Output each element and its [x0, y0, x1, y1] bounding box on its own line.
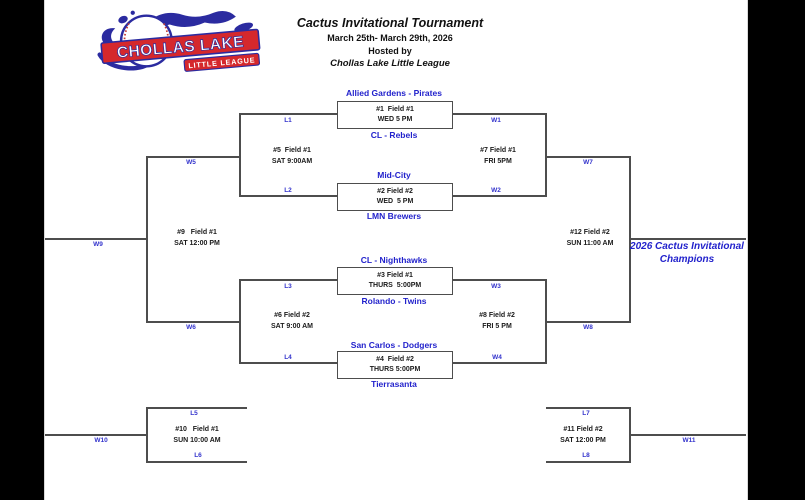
- tournament-title: Cactus Invitational Tournament: [296, 16, 484, 30]
- game2-bottom-team: LMN Brewers: [366, 211, 422, 221]
- game2-box: #2 Field #2 WED 5 PM: [337, 183, 453, 211]
- game3-box: #3 Field #1 THURS 5:00PM: [337, 267, 453, 295]
- game5-details: #5 Field #1 SAT 9:00AM: [272, 146, 312, 168]
- game10-details: #10 Field #1 SUN 10:00 AM: [173, 425, 220, 447]
- game12-time: SUN 11:00 AM: [566, 240, 614, 247]
- left-black-bar: [0, 0, 45, 500]
- game4-number: #4 Field #2: [376, 355, 414, 363]
- game4-top-team: San Carlos - Dodgers: [350, 340, 438, 350]
- game12-number: #12 Field #2: [570, 229, 610, 237]
- game2-number: #2 Field #2: [377, 187, 413, 195]
- champion-line: [629, 238, 746, 240]
- game5-output-line: [147, 156, 241, 158]
- league-logo: CHOLLAS LAKE LITTLE LEAGUE: [88, 5, 268, 77]
- game8-bottom-slot-label: W4: [492, 354, 502, 361]
- game4-left-connector: [240, 362, 338, 364]
- game2-left-connector: [240, 195, 338, 197]
- right-black-bar: [747, 0, 805, 500]
- game8-top-slot-label: W3: [491, 283, 501, 290]
- game11-winner-label: W11: [682, 437, 696, 444]
- game1-top-team: Allied Gardens - Pirates: [346, 88, 442, 98]
- game4-right-connector: [451, 362, 547, 364]
- game7-number: #7 Field #1: [480, 147, 516, 155]
- game7-time: FRI 5PM: [484, 158, 512, 165]
- game1-box: #1 Field #1 WED 5 PM: [337, 101, 453, 129]
- game6-top-slot-label: L3: [284, 283, 292, 290]
- league-logo-graphic: CHOLLAS LAKE LITTLE LEAGUE: [97, 10, 261, 72]
- game5-bottom-slot-label: L2: [284, 187, 292, 194]
- hosted-by-label: Hosted by: [368, 46, 412, 56]
- game9-details: #9 Field #1 SAT 12:00 PM: [174, 228, 220, 250]
- game10-bottom-slot-label: L6: [194, 452, 202, 459]
- game7-top-slot-label: W1: [491, 117, 501, 124]
- game7-bottom-slot-label: W2: [491, 187, 501, 194]
- tournament-header: Cactus Invitational Tournament March 25t…: [240, 16, 540, 69]
- game1-number: #1 Field #1: [376, 105, 414, 113]
- game8-details: #8 Field #2 FRI 5 PM: [479, 311, 515, 333]
- game11-top-line: [546, 407, 631, 409]
- game12-details: #12 Field #2 SUN 11:00 AM: [567, 228, 614, 250]
- game6-output-line: [147, 321, 241, 323]
- game11-number: #11 Field #2: [563, 426, 603, 434]
- champion-line2: Champions: [659, 253, 715, 265]
- game6-time: SAT 9:00 AM: [270, 323, 314, 330]
- game11-bottom-slot-label: L8: [582, 452, 590, 459]
- game1-bottom-team: CL - Rebels: [370, 130, 418, 140]
- game5-vertical: [239, 113, 241, 197]
- game10-number: #10 Field #1: [175, 426, 219, 434]
- game7-details: #7 Field #1 FRI 5PM: [480, 146, 516, 168]
- game4-box: #4 Field #2 THURS 5:00PM: [337, 351, 453, 379]
- game8-number: #8 Field #2: [479, 312, 515, 320]
- logo-sub-banner: LITTLE LEAGUE: [183, 52, 261, 72]
- tournament-dates: March 25th- March 29th, 2026: [327, 33, 453, 43]
- game5-winner-label: W5: [186, 159, 196, 166]
- game7-output-line: [545, 156, 631, 158]
- game6-details: #6 Field #2 SAT 9:00 AM: [271, 311, 313, 333]
- game11-output-line: [629, 434, 746, 436]
- game4-bottom-team: Tierrasanta: [371, 379, 417, 389]
- game11-bottom-line: [546, 461, 631, 463]
- game2-top-team: Mid-City: [377, 170, 411, 180]
- game11-time: SAT 12:00 PM: [560, 437, 606, 444]
- game10-time: SUN 10:00 AM: [173, 437, 221, 444]
- host-league-name: Chollas Lake Little League: [330, 58, 450, 69]
- game3-number: #3 Field #1: [377, 271, 413, 279]
- game3-top-team: CL - Nighthawks: [360, 255, 428, 265]
- champion-label: 2026 Cactus Invitational Champions: [630, 241, 744, 266]
- game4-time: THURS 5:00PM: [369, 366, 421, 373]
- game9-output-line: [45, 238, 148, 240]
- game8-output-line: [545, 321, 631, 323]
- game3-right-connector: [451, 279, 547, 281]
- game9-time: SAT 12:00 PM: [174, 240, 220, 247]
- game10-bottom-line: [146, 461, 247, 463]
- game10-winner-label: W10: [94, 437, 108, 444]
- game6-bottom-slot-label: L4: [284, 354, 292, 361]
- game3-time: THURS 5:00PM: [368, 282, 422, 289]
- game7-winner-label: W7: [583, 159, 593, 166]
- game6-number: #6 Field #2: [274, 312, 310, 320]
- game3-left-connector: [240, 279, 338, 281]
- game7-vertical: [545, 113, 547, 197]
- game10-top-line: [146, 407, 247, 409]
- game2-time: WED 5 PM: [376, 198, 414, 205]
- game8-winner-label: W8: [583, 324, 593, 331]
- game1-left-connector: [240, 113, 338, 115]
- game6-winner-label: W6: [186, 324, 196, 331]
- game11-top-slot-label: L7: [582, 410, 590, 417]
- game8-time: FRI 5 PM: [482, 323, 512, 330]
- game10-top-slot-label: L5: [190, 410, 198, 417]
- game9-number: #9 Field #1: [177, 229, 217, 237]
- game5-number: #5 Field #1: [273, 147, 311, 155]
- game9-winner-label: W9: [93, 241, 103, 248]
- game11-details: #11 Field #2 SAT 12:00 PM: [560, 425, 606, 447]
- game5-time: SAT 9:00AM: [271, 158, 313, 165]
- game2-right-connector: [451, 195, 547, 197]
- game1-right-connector: [451, 113, 547, 115]
- game10-output-line: [45, 434, 148, 436]
- game5-top-slot-label: L1: [284, 117, 292, 124]
- game1-time: WED 5 PM: [377, 116, 413, 123]
- champion-line1: 2026 Cactus Invitational: [630, 241, 744, 252]
- game3-bottom-team: Rolando - Twins: [361, 296, 427, 306]
